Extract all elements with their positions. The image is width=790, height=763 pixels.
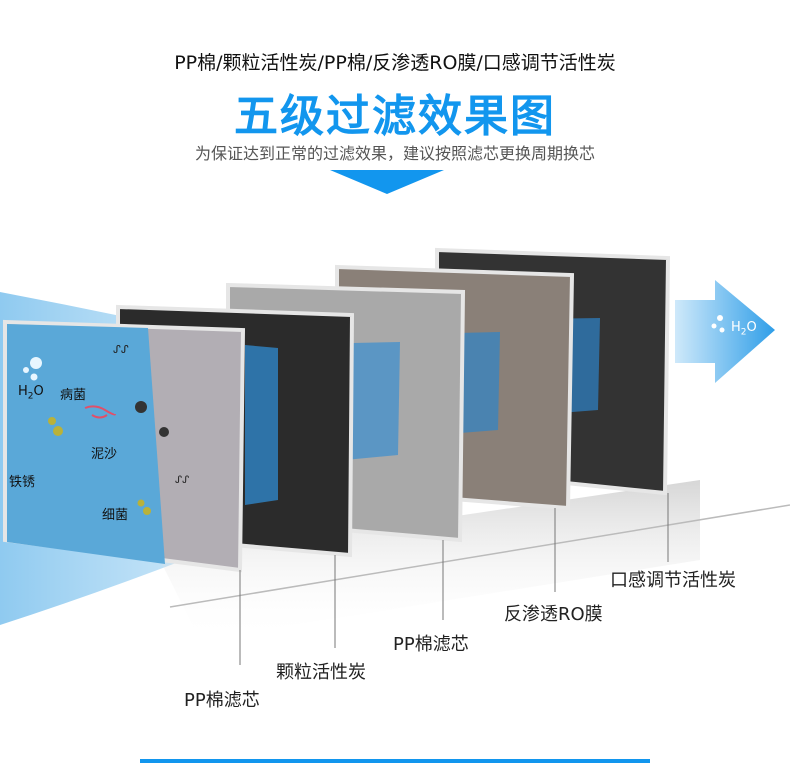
output-water-label: H2O xyxy=(731,320,757,338)
germ-worm-icon xyxy=(84,405,116,419)
stage-label-2: 颗粒活性炭 xyxy=(276,662,366,683)
stage-label-5: 口感调节活性炭 xyxy=(610,570,736,591)
water-label: H2O xyxy=(18,384,44,402)
stage-label-3: PP棉滤芯 xyxy=(393,634,469,655)
stage-label-4: 反渗透RO膜 xyxy=(504,604,603,625)
bacteria-label: 细菌 xyxy=(102,508,129,523)
down-arrow-icon xyxy=(330,170,444,194)
svg-text:ᔑᔑ: ᔑᔑ xyxy=(175,475,189,486)
water-bubble-icon xyxy=(30,357,42,369)
rust-label: 铁锈 xyxy=(9,475,36,490)
particle-icon xyxy=(135,401,147,413)
filter-layers-line: PP棉/颗粒活性炭/PP棉/反渗透RO膜/口感调节活性炭 xyxy=(174,52,616,74)
output-arrow-icon xyxy=(675,280,775,383)
germs-label: 病菌 xyxy=(60,388,87,403)
sediment-label: 泥沙 xyxy=(91,447,118,462)
replacement-hint: 为保证达到正常的过滤效果，建议按照滤芯更换周期换芯 xyxy=(194,144,595,163)
germ-cluster-icon: ᔑᔑ xyxy=(113,343,129,356)
bottom-bar xyxy=(140,759,650,763)
stage-label-1: PP棉滤芯 xyxy=(184,690,260,711)
water-face xyxy=(7,324,165,564)
bacteria-icon xyxy=(48,417,56,425)
floor-shadow xyxy=(160,480,700,640)
floor-line xyxy=(169,504,790,608)
leader-lines xyxy=(239,493,669,665)
page-title: 五级过滤效果图 xyxy=(234,91,556,142)
